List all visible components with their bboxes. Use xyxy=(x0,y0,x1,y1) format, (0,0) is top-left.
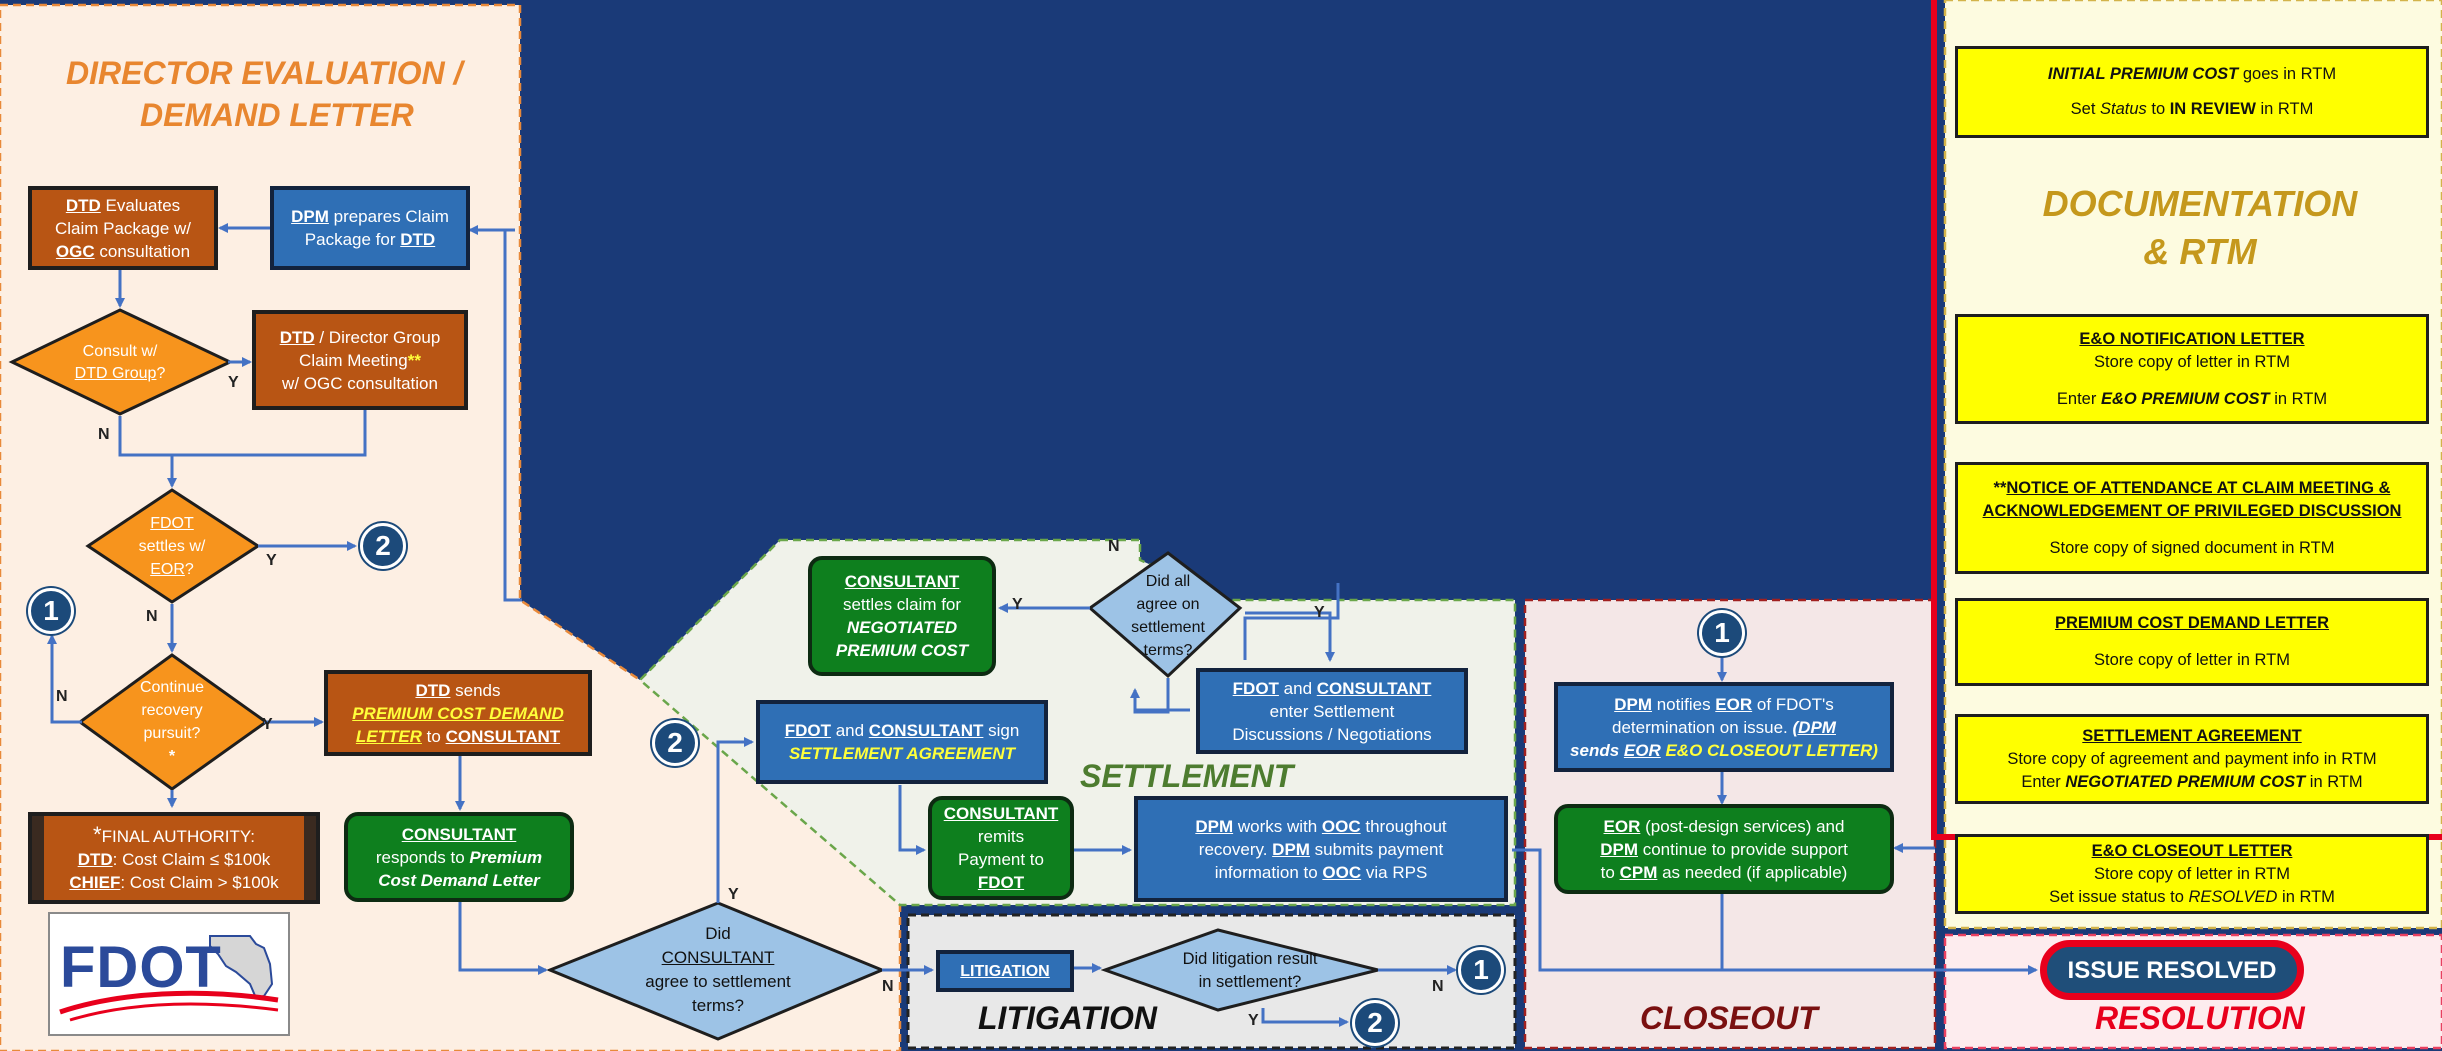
did-consultant-agree-diamond xyxy=(546,901,886,1041)
did-all-agree-diamond xyxy=(1087,551,1243,679)
closeout-section-title: CLOSEOUT xyxy=(1640,1000,1818,1036)
label-y-did-consultant: Y xyxy=(728,886,739,903)
did-litigation-diamond xyxy=(1100,928,1379,1012)
label-y-did-all-right: Y xyxy=(1314,604,1325,621)
label-n-did-consultant: N xyxy=(882,978,894,995)
doc-settlement-agreement: SETTLEMENT AGREEMENT Store copy of agree… xyxy=(1955,714,2429,804)
fdot-settles-question: FDOT settles w/ EOR? xyxy=(138,514,206,578)
issue-resolved-badge: ISSUE RESOLVED xyxy=(2040,940,2304,1000)
eor-post-design-box: EOR (post-design services) and DPM conti… xyxy=(1554,804,1894,894)
did-all-agree-question: Did all agree on settlement terms? xyxy=(1131,573,1205,659)
did-litigation-question: Did litigation result in settlement? xyxy=(1182,950,1318,991)
documentation-section-title: DOCUMENTATION & RTM xyxy=(2042,183,2358,272)
dpm-works-box: DPM works with OOC throughout recovery. … xyxy=(1134,796,1508,902)
continue-recovery-diamond xyxy=(77,653,269,791)
consult-dtd-question: Consult w/ DTD Group? xyxy=(74,343,166,382)
label-n-consult: N xyxy=(98,426,110,443)
dpm-prepares-box: DPM prepares Claim Package for DTD xyxy=(270,186,470,270)
doc-premium-demand: PREMIUM COST DEMAND LETTER Store copy of… xyxy=(1955,598,2429,686)
director-section-title: DIRECTOR EVALUATION / DEMAND LETTER xyxy=(66,55,463,133)
resolution-section-title: RESOLUTION xyxy=(2095,1000,2305,1036)
litigation-section-title: LITIGATION xyxy=(978,1000,1157,1036)
connector-1-litigation: 1 xyxy=(1458,947,1504,993)
label-n-settles: N xyxy=(146,608,158,625)
connector-1-closeout: 1 xyxy=(1699,610,1745,656)
final-authority-box: *FINAL AUTHORITY: DTD: Cost Claim ≤ $100… xyxy=(28,812,320,904)
fdot-logo: FDOT xyxy=(48,912,290,1036)
label-y-consult: Y xyxy=(228,374,239,391)
connector-2-litigation: 2 xyxy=(1352,1000,1398,1046)
dtd-evaluates-box: DTD Evaluates Claim Package w/ OGC consu… xyxy=(28,186,218,270)
doc-eo-notification: E&O NOTIFICATION LETTER Store copy of le… xyxy=(1955,314,2429,424)
doc-eo-closeout: E&O CLOSEOUT LETTER Store copy of letter… xyxy=(1955,834,2429,914)
label-y-settles: Y xyxy=(266,552,277,569)
label-y-continue: Y xyxy=(262,716,273,733)
fdot-consultant-enter-box: FDOT and CONSULTANT enter Settlement Dis… xyxy=(1196,668,1468,754)
fdot-settles-diamond xyxy=(85,488,261,604)
litigation-box: LITIGATION xyxy=(936,950,1074,992)
dtd-director-group-box: DTD / Director Group Claim Meeting** w/ … xyxy=(252,310,468,410)
consultant-remits-box: CONSULTANT remits Payment to FDOT xyxy=(928,796,1074,900)
connector-1-director: 1 xyxy=(28,588,74,634)
consultant-settles-box: CONSULTANT settles claim for NEGOTIATED … xyxy=(808,556,996,676)
dtd-sends-box: DTD sends PREMIUM COST DEMAND LETTER to … xyxy=(324,670,592,756)
doc-initial-premium: INITIAL PREMIUM COST goes in RTM Set Sta… xyxy=(1955,46,2429,138)
continue-recovery-question: Continue recovery pursuit? * xyxy=(139,679,205,765)
label-n-did-all: N xyxy=(1108,538,1120,555)
connector-2-director: 2 xyxy=(360,523,406,569)
dpm-notifies-box: DPM notifies EOR of FDOT's determination… xyxy=(1554,682,1894,772)
connector-2-settlement: 2 xyxy=(652,720,698,766)
label-n-continue: N xyxy=(56,688,68,705)
consult-dtd-diamond xyxy=(8,308,234,416)
label-n-litigation: N xyxy=(1432,978,1444,995)
doc-notice-attendance: **NOTICE OF ATTENDANCE AT CLAIM MEETING … xyxy=(1955,462,2429,574)
label-y-did-all: Y xyxy=(1012,596,1023,613)
consultant-responds-box: CONSULTANT responds to Premium Cost Dema… xyxy=(344,812,574,902)
settlement-section-title: SETTLEMENT xyxy=(1080,758,1294,794)
fdot-consultant-sign-box: FDOT and CONSULTANT sign SETTLEMENT AGRE… xyxy=(756,700,1048,784)
did-consultant-agree-question: Did CONSULTANT agree to settlement terms… xyxy=(645,924,791,1015)
label-y-litigation: Y xyxy=(1248,1012,1259,1029)
